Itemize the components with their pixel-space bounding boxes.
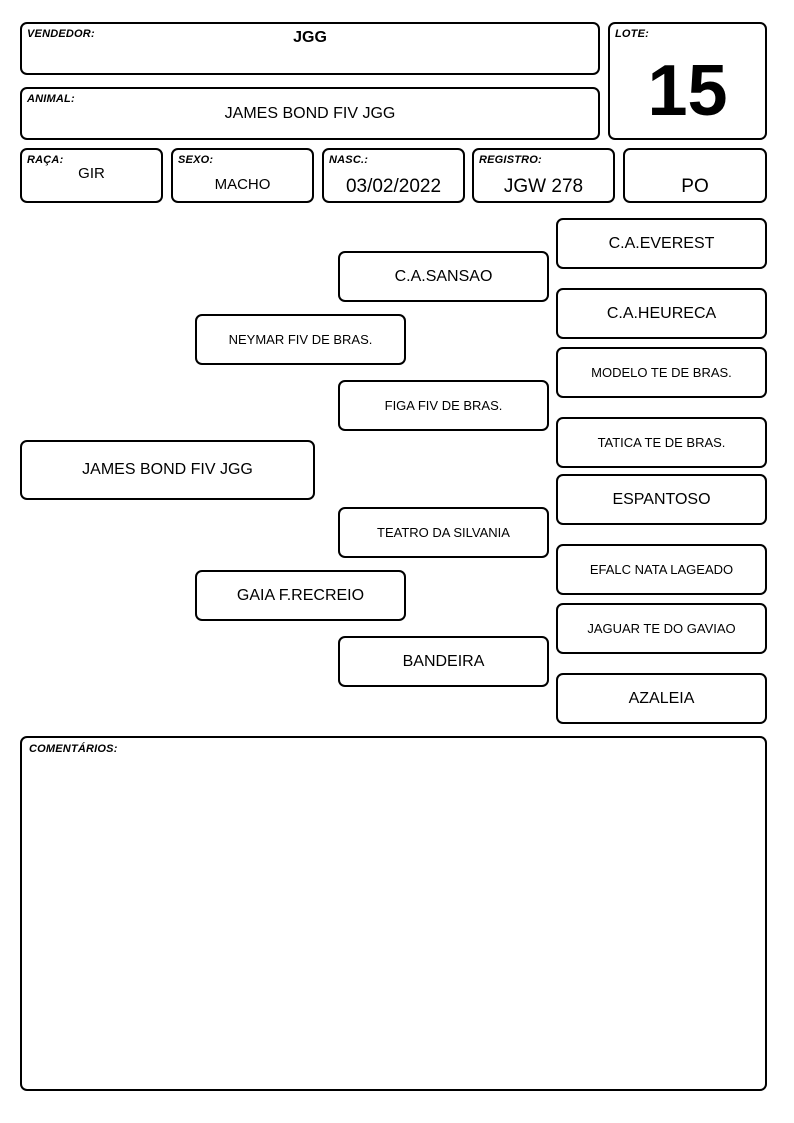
registro-box: REGISTRO: JGW 278 bbox=[472, 148, 615, 203]
raca-label: RAÇA: bbox=[27, 154, 64, 166]
pedigree-dam-dam: BANDEIRA bbox=[338, 636, 549, 687]
lote-box: LOTE: 15 bbox=[608, 22, 767, 140]
pedigree-dam-sire: TEATRO DA SILVANIA bbox=[338, 507, 549, 558]
nasc-value: 03/02/2022 bbox=[345, 176, 442, 197]
lote-label: LOTE: bbox=[615, 28, 649, 40]
pedigree-ggp-8: AZALEIA bbox=[556, 673, 767, 724]
vendedor-box: VENDEDOR: JGG bbox=[20, 22, 600, 75]
pedigree-animal: JAMES BOND FIV JGG bbox=[20, 440, 315, 500]
lote-value: 15 bbox=[647, 51, 728, 131]
pedigree-dam: GAIA F.RECREIO bbox=[195, 570, 406, 621]
raca-box: RAÇA: GIR bbox=[20, 148, 163, 203]
raca-value: GIR bbox=[78, 165, 105, 182]
pedigree-ggp-2: C.A.HEURECA bbox=[556, 288, 767, 339]
pedigree-ggp-6: EFALC NATA LAGEADO bbox=[556, 544, 767, 595]
nasc-label: NASC.: bbox=[329, 154, 369, 166]
vendedor-value: JGG bbox=[293, 29, 327, 46]
vendedor-label: VENDEDOR: bbox=[27, 28, 95, 40]
animal-value: JAMES BOND FIV JGG bbox=[224, 105, 396, 122]
comments-label: COMENTÁRIOS: bbox=[29, 743, 118, 755]
animal-box: ANIMAL: JAMES BOND FIV JGG bbox=[20, 87, 600, 140]
sexo-box: SEXO: MACHO bbox=[171, 148, 314, 203]
pedigree-sire: NEYMAR FIV DE BRAS. bbox=[195, 314, 406, 365]
pedigree-ggp-7: JAGUAR TE DO GAVIAO bbox=[556, 603, 767, 654]
categoria-value: PO bbox=[681, 176, 709, 197]
pedigree-ggp-1: C.A.EVEREST bbox=[556, 218, 767, 269]
comments-box: COMENTÁRIOS: bbox=[20, 736, 767, 1091]
sexo-value: MACHO bbox=[214, 176, 271, 193]
pedigree-ggp-5: ESPANTOSO bbox=[556, 474, 767, 525]
sexo-label: SEXO: bbox=[178, 154, 214, 166]
registro-label: REGISTRO: bbox=[479, 154, 542, 166]
registro-value: JGW 278 bbox=[503, 176, 584, 197]
pedigree-ggp-3: MODELO TE DE BRAS. bbox=[556, 347, 767, 398]
categoria-box: PO bbox=[623, 148, 767, 203]
pedigree-sire-dam: FIGA FIV DE BRAS. bbox=[338, 380, 549, 431]
nasc-box: NASC.: 03/02/2022 bbox=[322, 148, 465, 203]
pedigree-ggp-4: TATICA TE DE BRAS. bbox=[556, 417, 767, 468]
pedigree-sire-sire: C.A.SANSAO bbox=[338, 251, 549, 302]
animal-label: ANIMAL: bbox=[27, 93, 75, 105]
